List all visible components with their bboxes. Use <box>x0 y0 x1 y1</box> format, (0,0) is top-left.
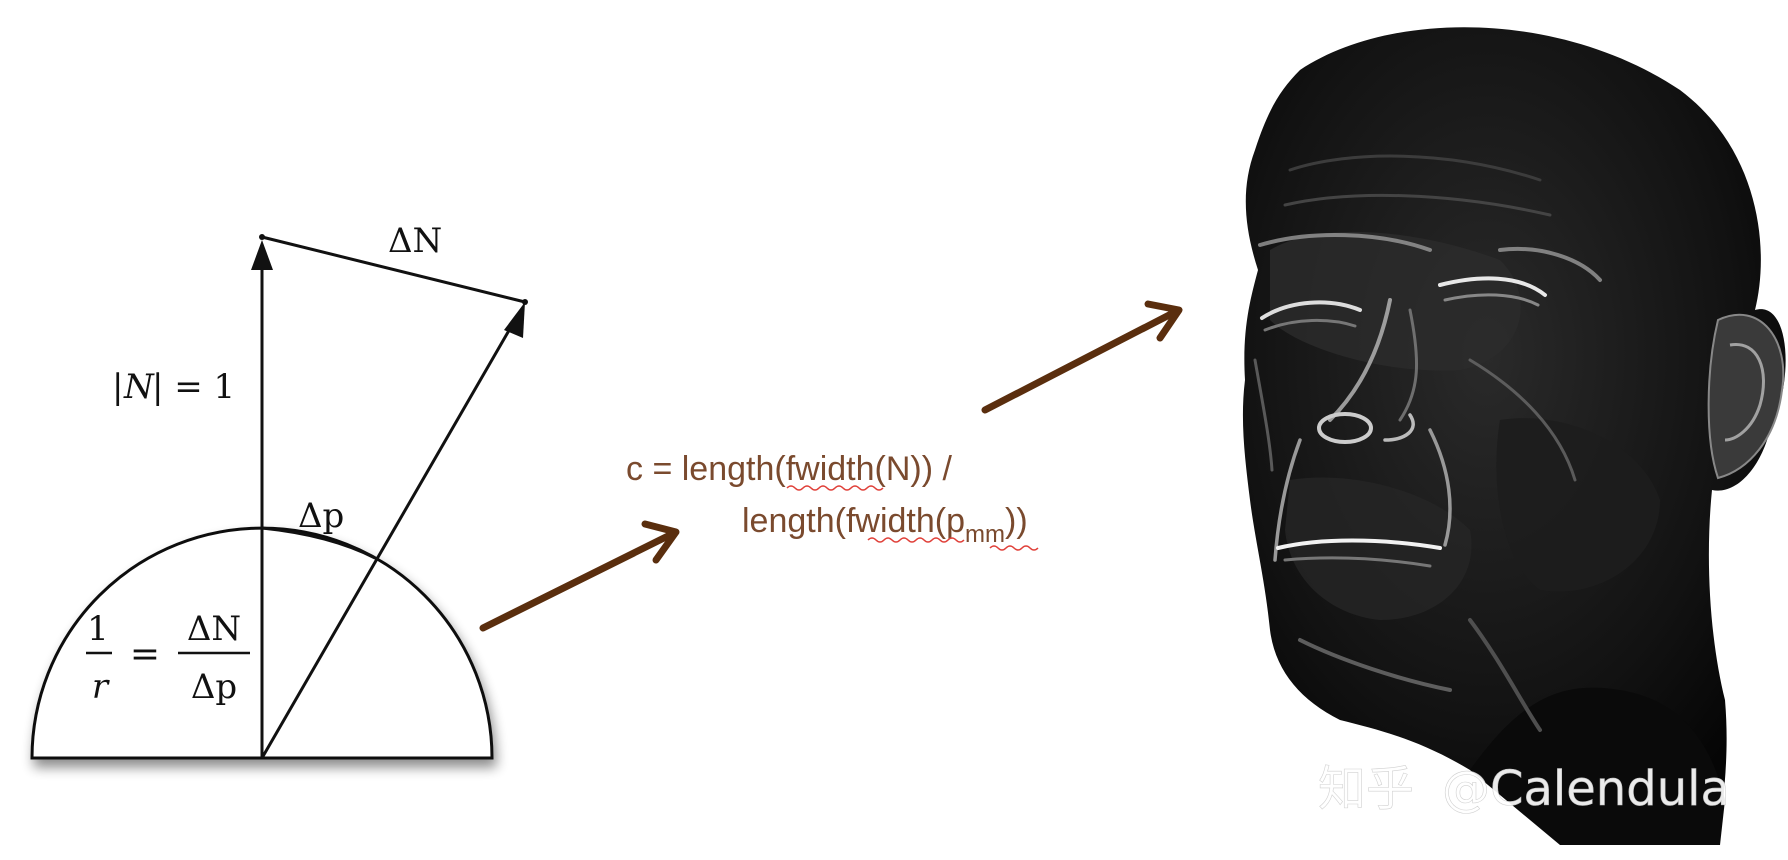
arrow-to-head-head <box>1144 300 1183 342</box>
curv-lhs-den: r <box>92 667 110 707</box>
arrow-to-formula <box>479 530 676 632</box>
delta-n-line <box>261 235 526 304</box>
label-norm-n-suffix: | = 1 <box>152 367 235 407</box>
watermark-author: @Calendula <box>1442 761 1730 817</box>
svg-text:length(fwidth(pmm)): length(fwidth(pmm)) <box>742 502 1028 548</box>
curvature-ridges <box>1253 154 1602 732</box>
arrow-to-formula-head <box>641 520 680 564</box>
formula-line2-fn: fwidth <box>846 502 935 540</box>
shifted-arrowhead <box>504 302 525 338</box>
formula-line2-sub: mm <box>965 521 1005 548</box>
label-delta-p: Δp <box>298 496 344 536</box>
watermark-brand: 知乎 <box>1318 761 1414 817</box>
normal-arrowhead <box>251 240 273 270</box>
curvature-head-render <box>1242 27 1786 846</box>
curvature-formula: 1 r = ΔN Δp <box>86 609 250 707</box>
normal-vector-shifted <box>260 319 517 759</box>
ear <box>1707 313 1785 480</box>
formula-line2-prefix: length( <box>742 502 847 540</box>
label-norm-n: | N | = 1 <box>112 367 235 407</box>
formula-line2-suffix: )) <box>1005 502 1028 540</box>
label-norm-n-prefix: | <box>112 367 123 407</box>
curvature-diagram: ΔN | N | = 1 Δp 1 r = ΔN Δp <box>30 221 528 760</box>
formula-line-2: length(fwidth(pmm)) <box>742 502 1039 551</box>
curv-rhs-den: Δp <box>191 667 237 707</box>
flow-arrows <box>479 300 1183 632</box>
formula-line-1: c = length(fwidth(N)) / <box>626 450 952 488</box>
label-norm-n-symbol: N <box>123 367 155 407</box>
shader-formula: c = length(fwidth(N)) / length(fwidth(pm… <box>626 450 1039 551</box>
label-delta-n: ΔN <box>388 221 442 261</box>
curv-eq: = <box>130 634 160 675</box>
arrow-to-head <box>981 308 1179 414</box>
watermark: 知乎 @Calendula <box>1318 761 1730 818</box>
curv-lhs-num: 1 <box>87 609 109 649</box>
curv-rhs-num: ΔN <box>187 609 241 649</box>
formula-line2-open: (p <box>935 502 965 540</box>
delta-p-arc <box>261 526 376 560</box>
